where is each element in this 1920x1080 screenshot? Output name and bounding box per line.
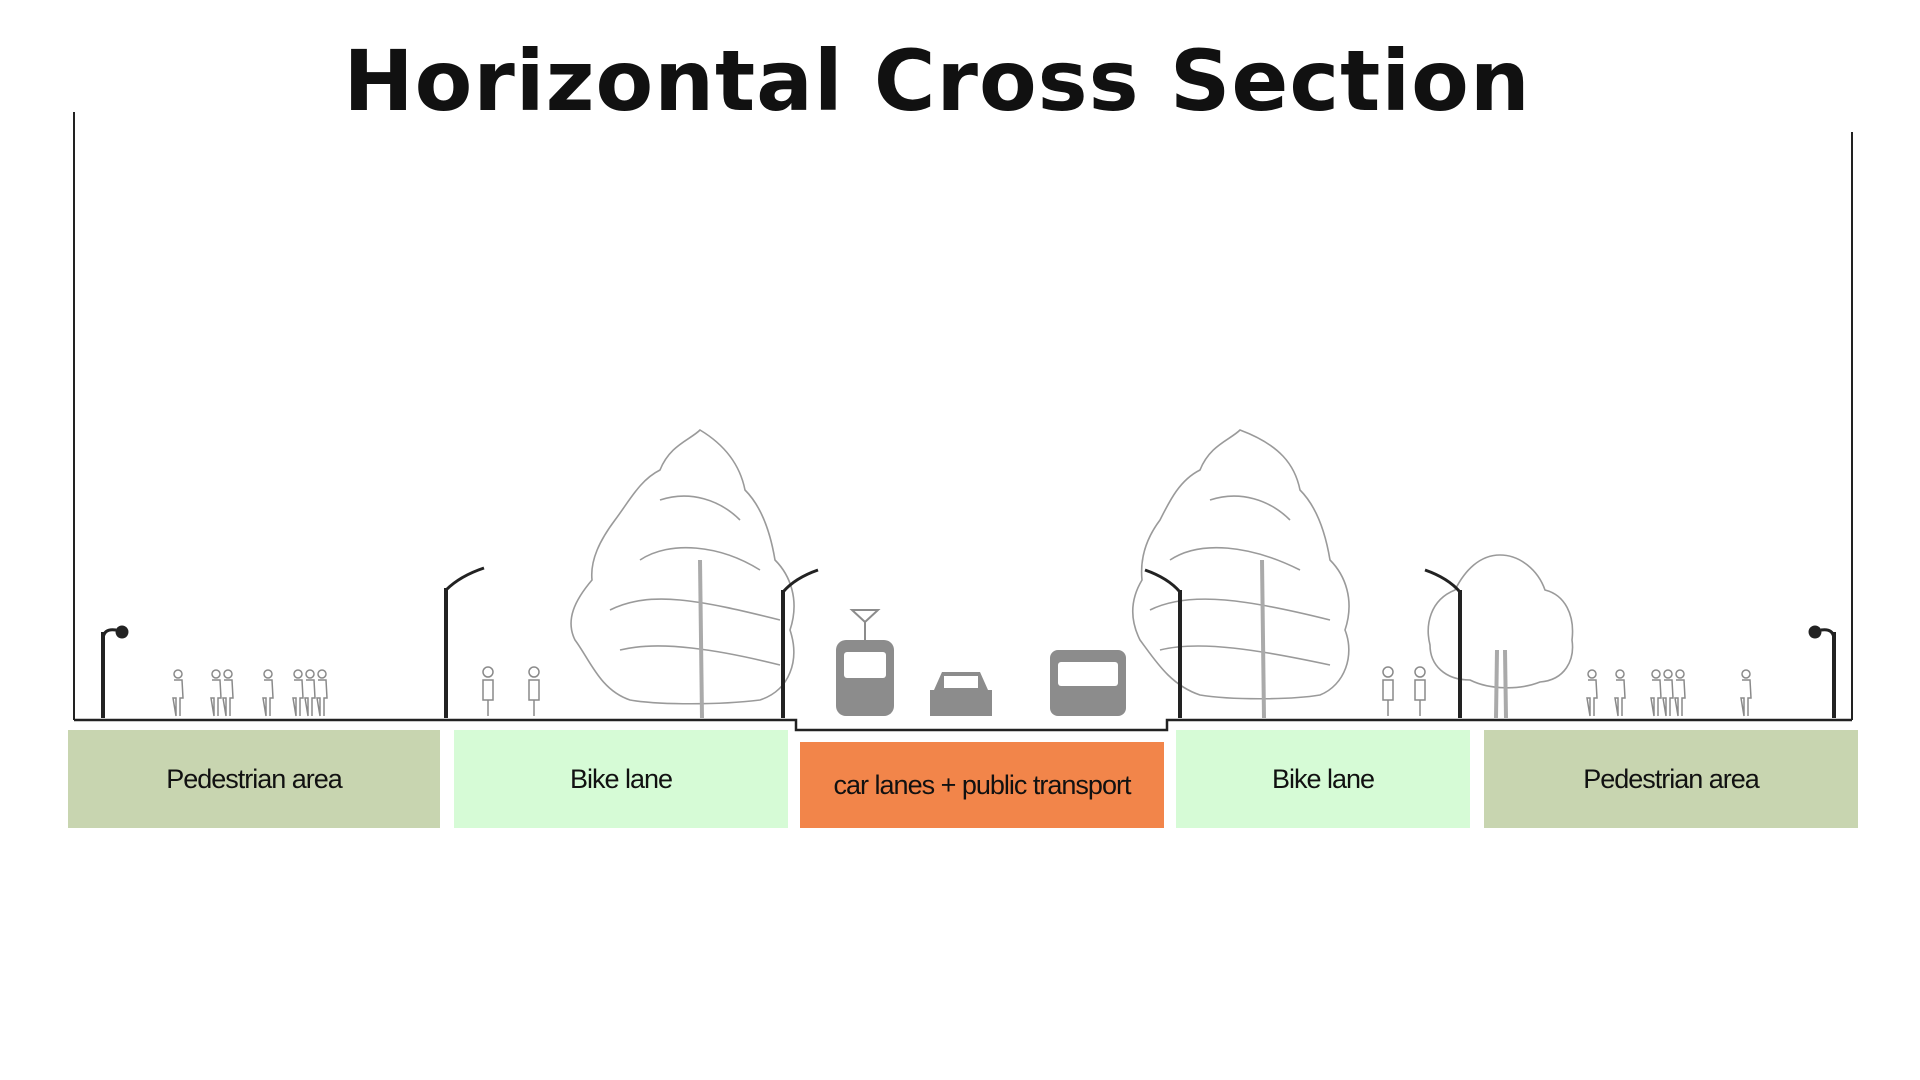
zone-label: Pedestrian area — [1583, 763, 1760, 794]
zone-bike-lane-right: Bike lane — [1176, 730, 1470, 828]
pedestrians-right — [1586, 669, 1752, 717]
tram-icon — [836, 609, 894, 716]
street-lamp-icon — [101, 625, 129, 718]
tree-left — [570, 428, 795, 719]
zone-label: Bike lane — [569, 763, 673, 794]
bus-icon — [1050, 650, 1126, 716]
street-lamp-icon — [1144, 568, 1182, 718]
zone-label: Pedestrian area — [166, 763, 343, 794]
cyclists-right — [1382, 666, 1426, 716]
zone-pedestrian-area-left: Pedestrian area — [68, 730, 440, 828]
street-lamp-icon — [1424, 568, 1462, 718]
car-icon — [930, 672, 992, 716]
zone-bike-lane-left: Bike lane — [454, 730, 788, 828]
pedestrians-left — [172, 669, 328, 717]
street-lamp-icon — [444, 566, 485, 718]
street-lamp-icon — [781, 568, 819, 718]
diagram-title: Horizontal Cross Section — [343, 32, 1531, 130]
zone-label: car lanes + public transport — [833, 769, 1132, 800]
street-lamp-icon — [1808, 625, 1836, 718]
zone-label: Bike lane — [1271, 763, 1375, 794]
tree-small-right — [1427, 554, 1574, 719]
ground-line — [74, 718, 1852, 732]
zone-pedestrian-area-right: Pedestrian area — [1484, 730, 1858, 828]
zone-car-lanes-public-transport: car lanes + public transport — [800, 742, 1164, 828]
tree-right — [1131, 429, 1350, 719]
cyclists-left — [482, 666, 540, 716]
